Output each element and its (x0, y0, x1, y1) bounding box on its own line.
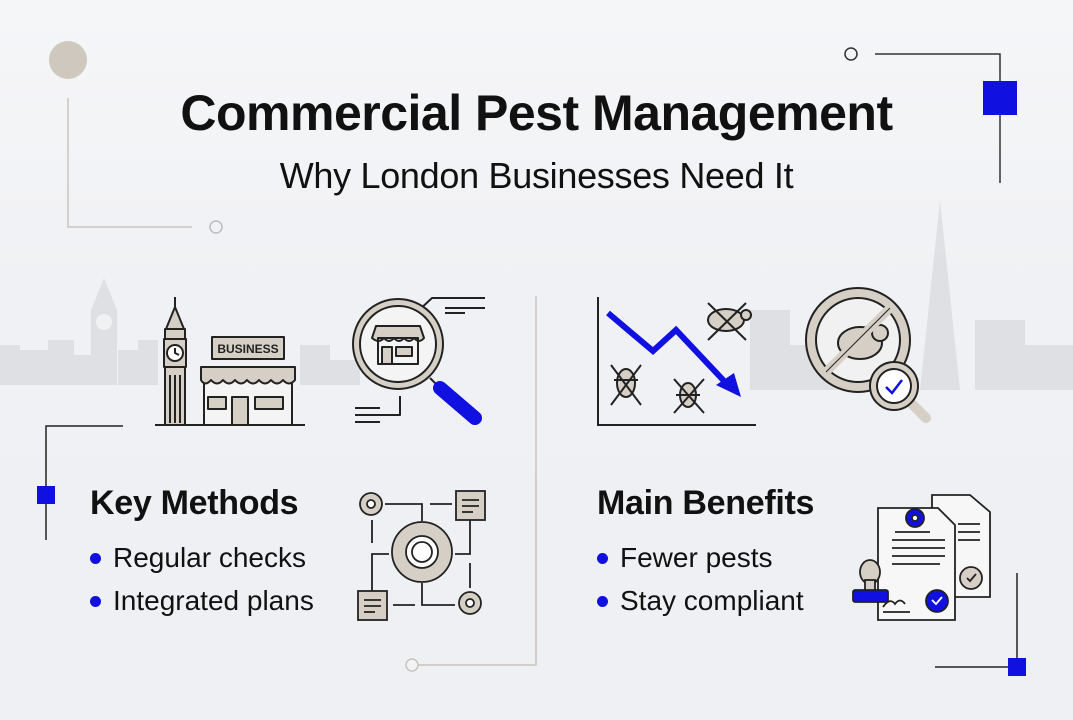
svg-text:BUSINESS: BUSINESS (217, 342, 278, 356)
benefits-heading: Main Benefits (597, 484, 815, 522)
list-item: Fewer pests (597, 538, 804, 578)
methods-heading: Key Methods (90, 484, 299, 522)
beige-dot-decoration (49, 41, 87, 79)
big-ben-business-icon: BUSINESS (155, 297, 305, 426)
list-item: Regular checks (90, 538, 314, 578)
bullet-dot-icon (597, 595, 608, 607)
compliance-documents-icon (852, 494, 991, 621)
bullet-dot-icon (90, 552, 101, 564)
process-gears-icon (357, 490, 486, 621)
list-item: Stay compliant (597, 578, 804, 624)
page-subtitle: Why London Businesses Need It (279, 155, 794, 196)
list-item: Integrated plans (90, 578, 314, 624)
bullet-dot-icon (90, 595, 101, 607)
declining-pests-chart-icon (597, 297, 756, 426)
page-title: Commercial Pest Management (180, 85, 893, 141)
crossed-mouse-icon (707, 302, 752, 341)
methods-list: Regular checks Integrated plans (90, 538, 314, 624)
no-rodents-inspection-icon (805, 287, 931, 423)
bullet-dot-icon (597, 552, 608, 564)
benefits-list: Fewer pests Stay compliant (597, 538, 804, 624)
magnifier-shop-icon (352, 297, 485, 425)
